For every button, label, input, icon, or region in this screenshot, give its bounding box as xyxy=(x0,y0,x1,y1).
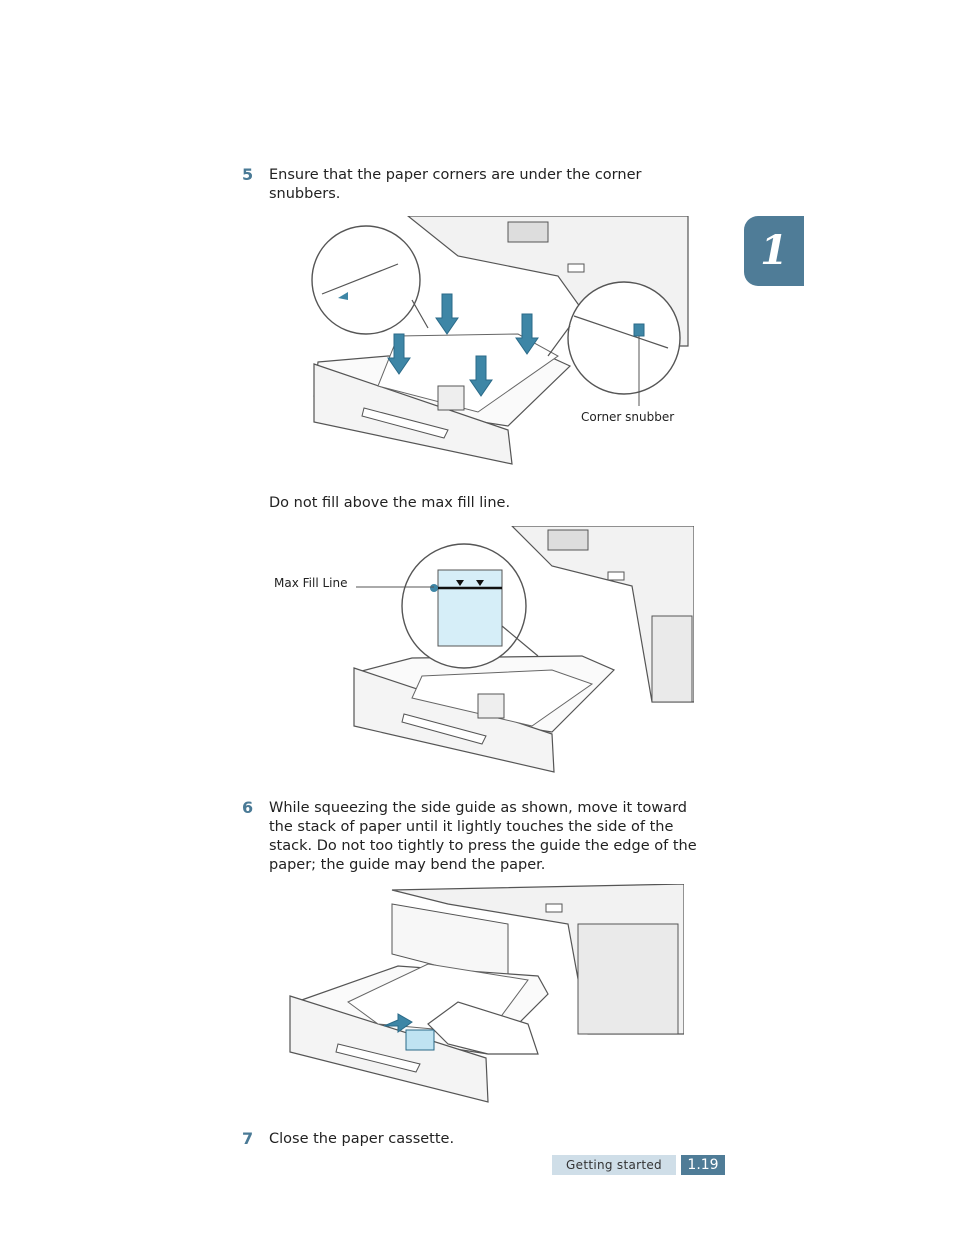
step-text: Ensure that the paper corners are under … xyxy=(269,166,641,204)
figure-side-guide xyxy=(289,884,684,1103)
step-text: Close the paper cassette. xyxy=(269,1131,455,1147)
footer-page-number: 1.19 xyxy=(681,1155,725,1175)
zoom-circle xyxy=(311,225,421,335)
down-arrow-icon xyxy=(387,293,539,397)
figure-max-fill-line xyxy=(353,526,694,773)
text-line: the stack of paper until it lightly touc… xyxy=(269,819,674,835)
note-text: Do not fill above the max fill line. xyxy=(269,495,511,511)
text-line: paper; the guide may bend the paper. xyxy=(269,857,546,873)
text-line: stack. Do not too tightly to press the g… xyxy=(269,838,697,854)
text-line: Ensure that the paper corners are under … xyxy=(269,167,642,183)
triangle-icon xyxy=(476,580,484,586)
chapter-tab: 1 xyxy=(744,216,804,286)
corner-snubber-icon xyxy=(633,323,645,337)
side-guide-icon xyxy=(405,1029,435,1051)
footer-section-label: Getting started xyxy=(552,1155,676,1175)
step-number: 6 xyxy=(242,798,254,817)
text-line: snubbers. xyxy=(269,186,341,202)
step-number: 5 xyxy=(242,165,254,184)
figure-corner-snubber xyxy=(311,216,689,465)
leader-line xyxy=(356,586,434,588)
step-number: 7 xyxy=(242,1129,254,1148)
hand-icon xyxy=(427,1001,539,1055)
callout-max-fill-line: Max Fill Line xyxy=(274,576,348,590)
step-text: While squeezing the side guide as shown,… xyxy=(269,799,697,875)
callout-corner-snubber: Corner snubber xyxy=(581,410,675,424)
right-arrow-icon xyxy=(383,1013,413,1033)
triangle-icon xyxy=(456,580,464,586)
zoom-circle xyxy=(567,281,681,395)
text-line: While squeezing the side guide as shown,… xyxy=(269,800,688,816)
